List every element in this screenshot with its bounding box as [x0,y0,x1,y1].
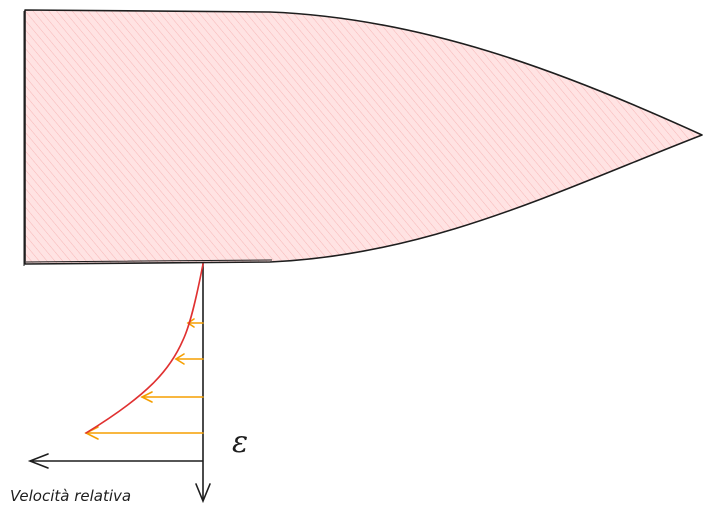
left-arrowhead [27,453,49,469]
velocity-arrow-2 [174,353,204,365]
velocity-arrows [84,318,204,440]
down-arrowhead [195,483,211,504]
velocity-arrow-3 [140,391,204,403]
epsilon-label: ε [232,425,248,460]
horizontal-axis [27,453,203,469]
body-shape [23,9,703,266]
velocity-arrow-1 [186,318,204,328]
body-hatch [25,10,702,264]
body-outline-sketch [23,11,273,266]
relative-velocity-label: Velocità relativa [10,487,131,505]
body-outline [24,9,703,265]
velocity-arrow-4 [84,426,204,440]
vertical-axis [195,262,211,504]
velocity-profile-curve [85,263,204,434]
